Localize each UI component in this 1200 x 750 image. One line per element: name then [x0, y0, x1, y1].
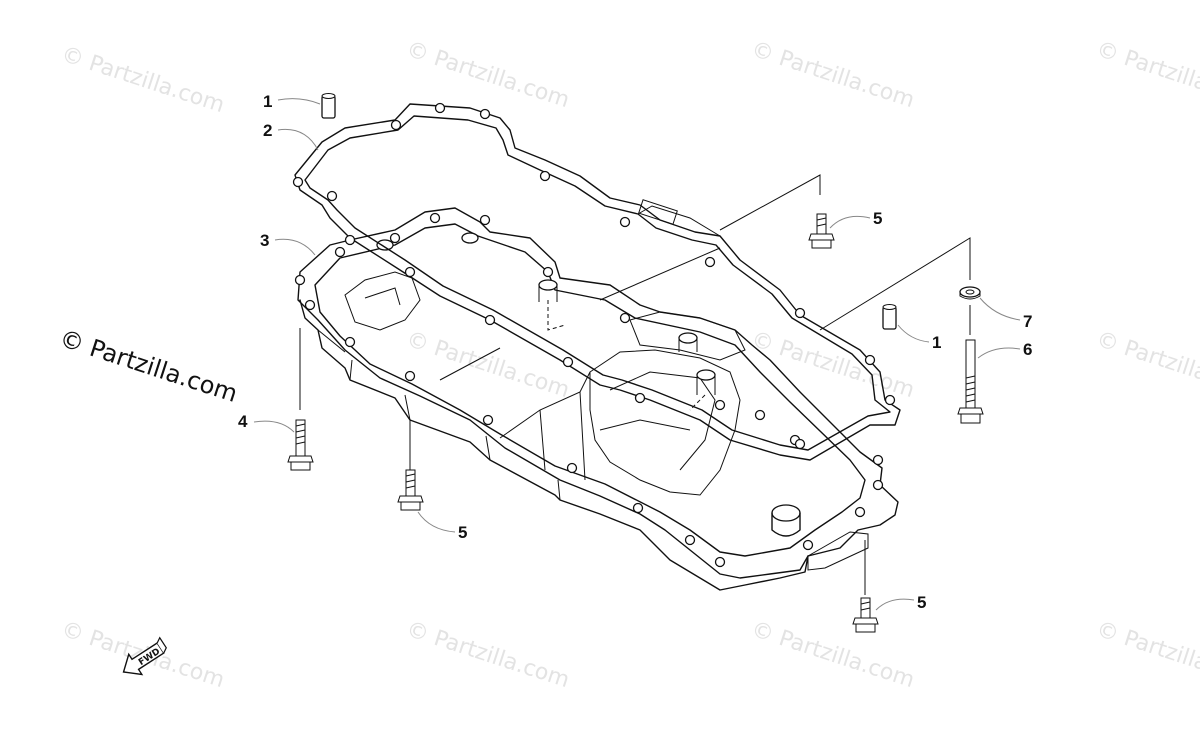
callout-1-right[interactable]: 1: [932, 333, 941, 352]
callout-4[interactable]: 4: [238, 412, 248, 431]
callout-6[interactable]: 6: [1023, 340, 1032, 359]
bolt-5a: [397, 469, 424, 511]
flange-holes: [294, 212, 884, 568]
callout-2[interactable]: 2: [263, 121, 272, 140]
bolt-5b: [808, 213, 835, 249]
watermark: © Partzilla.com: [748, 327, 917, 403]
washer-7: [959, 286, 981, 300]
watermark-main: © Partzilla.com: [56, 324, 241, 408]
assembly-lines: [299, 174, 971, 595]
watermark: © Partzilla.com: [1093, 327, 1200, 403]
callout-5-top[interactable]: 5: [873, 209, 882, 228]
watermark: © Partzilla.com: [58, 42, 227, 118]
watermark: © Partzilla.com: [748, 37, 917, 113]
fwd-arrow-icon: FWD: [122, 636, 167, 676]
bolt-5c: [852, 597, 879, 633]
dowel-pin-2: [882, 304, 897, 330]
watermark-layer: © Partzilla.com © Partzilla.com © Partzi…: [58, 37, 1200, 693]
watermark: © Partzilla.com: [403, 37, 572, 113]
watermark: © Partzilla.com: [1093, 617, 1200, 693]
gasket: [292, 102, 901, 461]
watermark: © Partzilla.com: [403, 617, 572, 693]
watermark: © Partzilla.com: [1093, 37, 1200, 113]
callout-3[interactable]: 3: [260, 231, 269, 250]
callout-7[interactable]: 7: [1023, 312, 1032, 331]
gasket-holes: [292, 102, 896, 450]
oil-pan: [294, 207, 899, 591]
callout-1[interactable]: 1: [263, 92, 272, 111]
watermark: © Partzilla.com: [748, 617, 917, 693]
callout-5-mid[interactable]: 5: [458, 523, 467, 542]
bolt-4: [287, 419, 314, 471]
callouts: 1 2 3 4 5 1 7 6 5 5: [238, 92, 1032, 612]
bolt-6: [957, 339, 984, 424]
callout-5-bottom[interactable]: 5: [917, 593, 926, 612]
dowel-pin-1: [321, 93, 336, 119]
watermark: © Partzilla.com: [403, 327, 572, 403]
